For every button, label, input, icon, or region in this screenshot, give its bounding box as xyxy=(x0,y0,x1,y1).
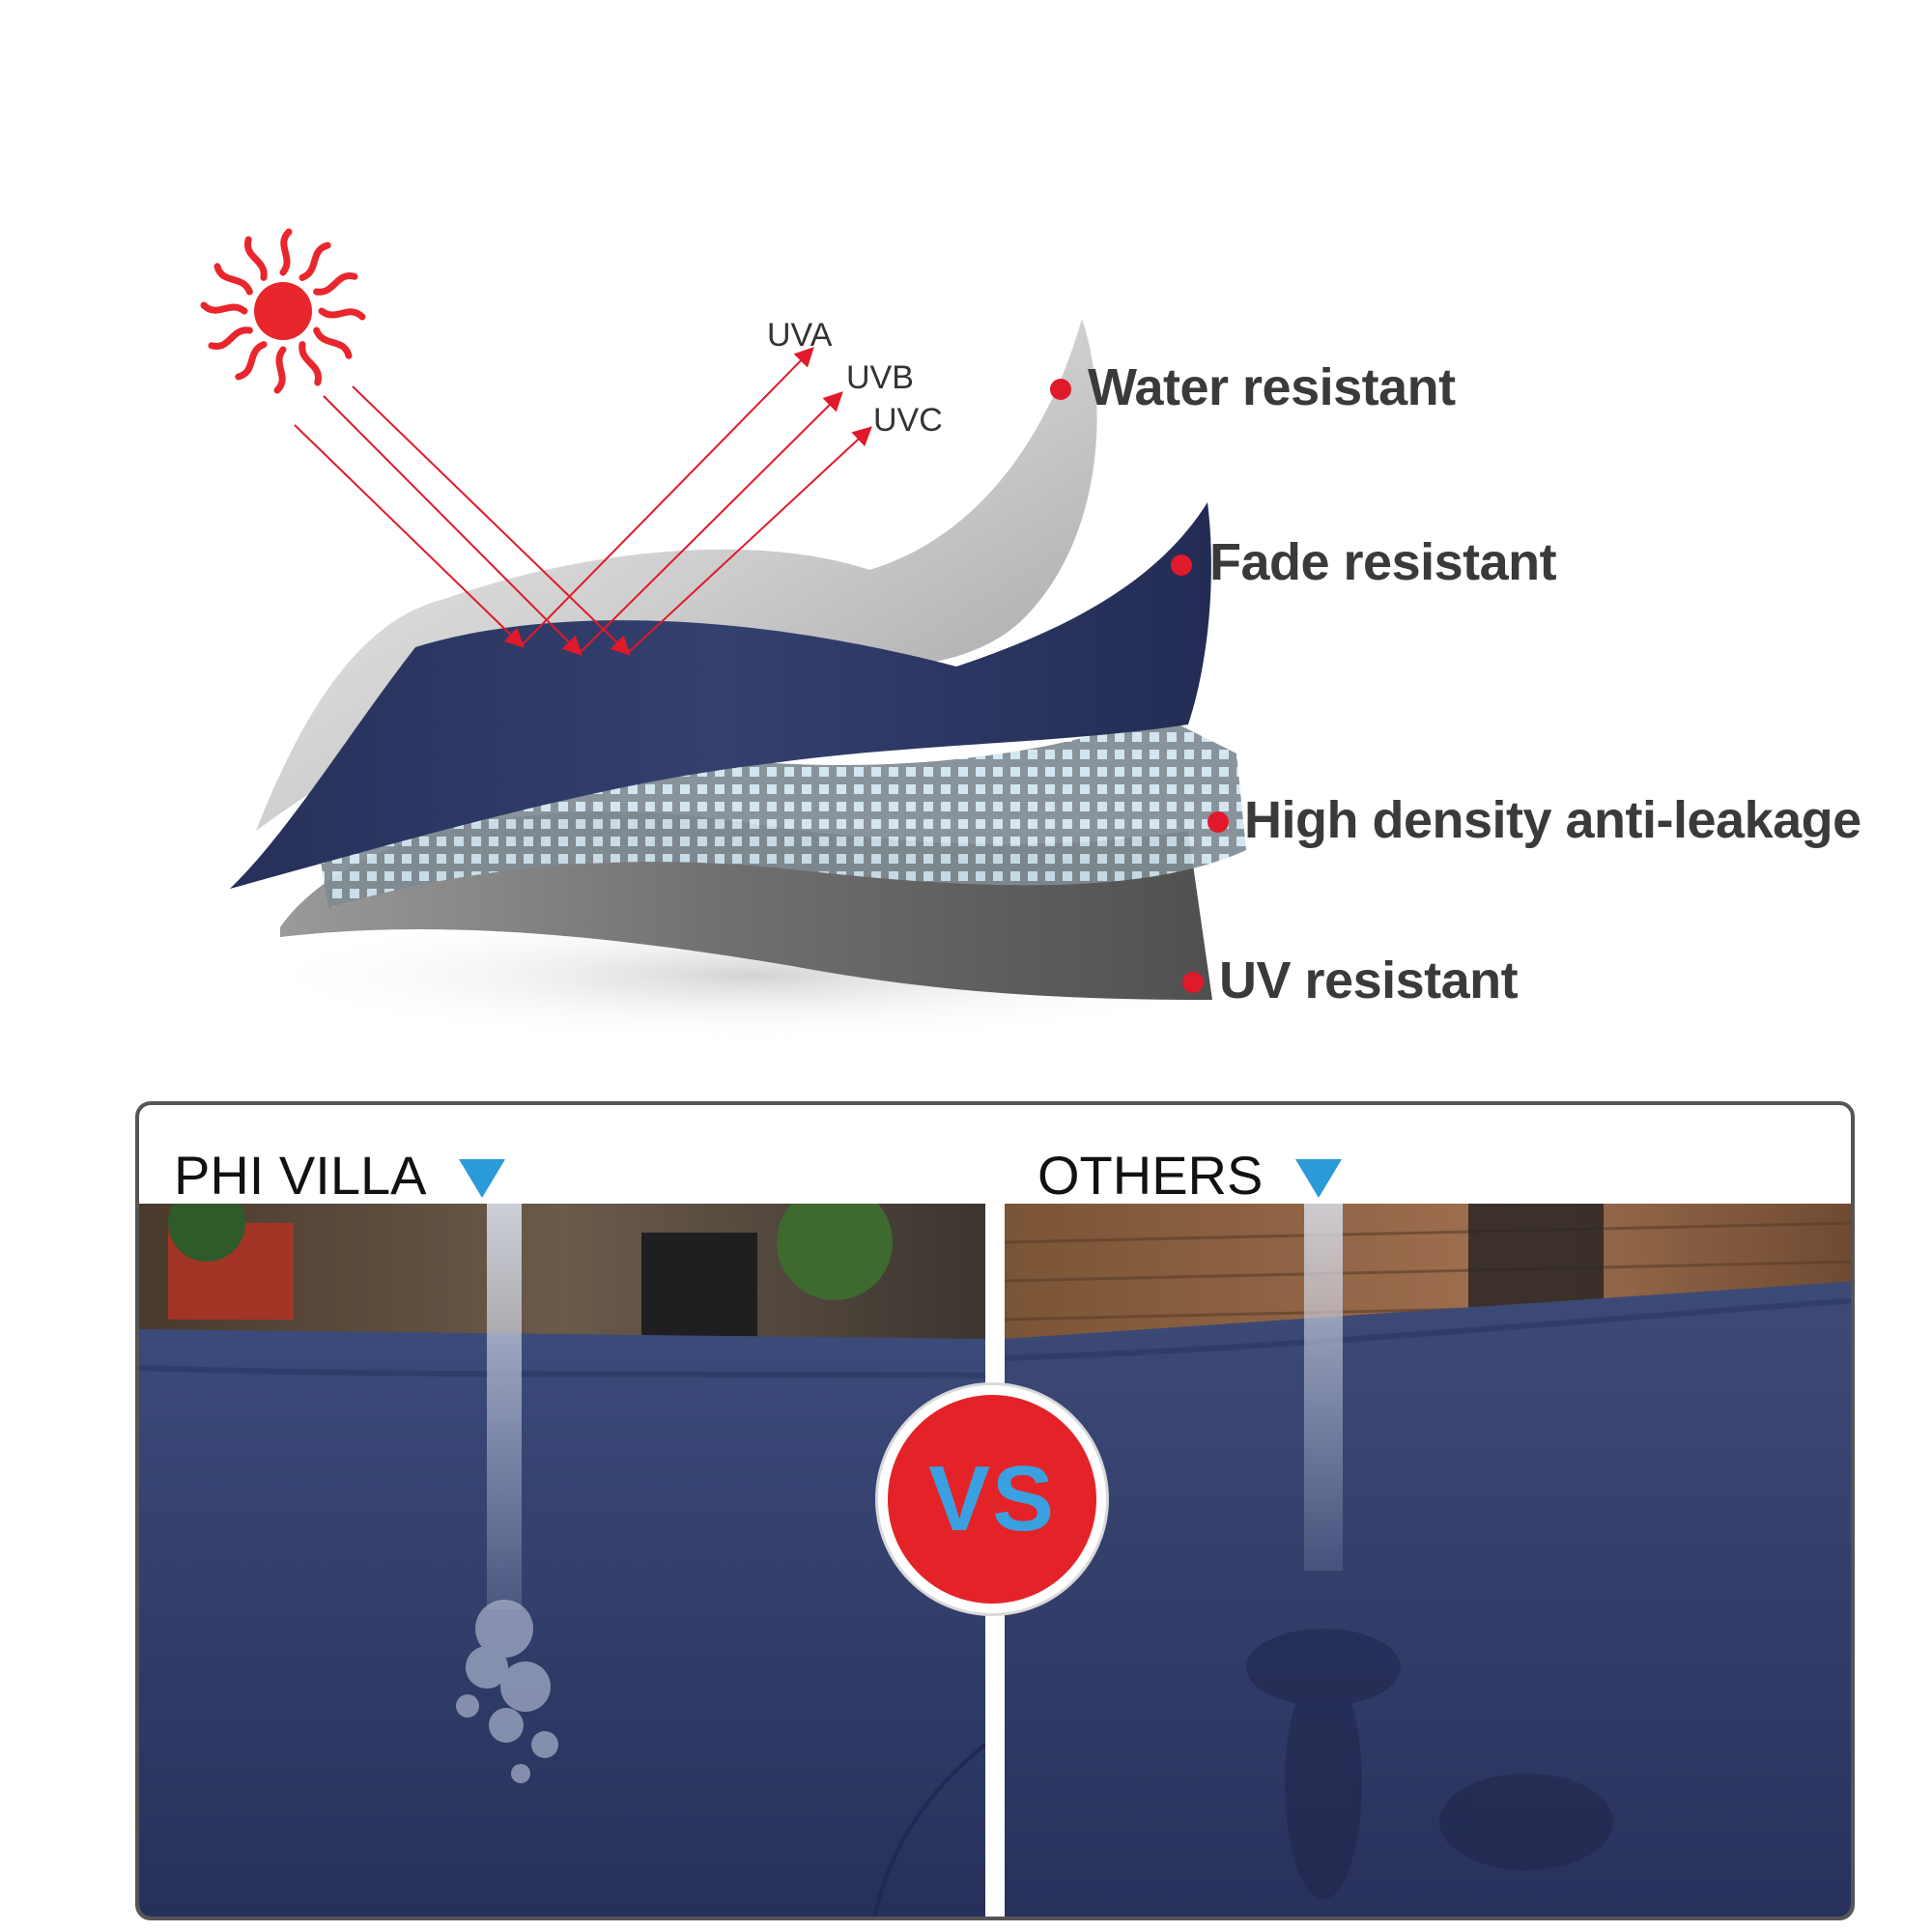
feature-dot-uv xyxy=(1182,972,1204,993)
photo-others-water-test xyxy=(1005,1204,1851,1917)
fabric-layers-diagram xyxy=(200,228,1256,1043)
feature-dot-water xyxy=(1050,379,1071,400)
feature-dot-anti-leakage xyxy=(1208,811,1229,833)
triangle-down-icon xyxy=(1295,1158,1343,1198)
feature-anti-leakage: High density anti-leakage xyxy=(1244,791,1861,849)
vs-badge: VS xyxy=(878,1385,1106,1613)
incoming-uv-rays xyxy=(294,385,631,656)
comparison-panel: PHI VILLA OTHERS xyxy=(135,1101,1855,1920)
feature-uv-resistant: UV resistant xyxy=(1219,952,1519,1009)
vs-text: VS xyxy=(927,1447,1057,1550)
uvc-label: UVC xyxy=(873,402,943,439)
heading-phi-villa-text: PHI VILLA xyxy=(174,1145,427,1206)
sun-icon xyxy=(200,228,366,394)
fade-resistant-layer xyxy=(230,502,1211,889)
heading-others-text: OTHERS xyxy=(1037,1145,1264,1206)
uvb-label: UVB xyxy=(846,359,914,396)
heading-others: OTHERS xyxy=(1037,1144,1343,1207)
triangle-down-icon xyxy=(459,1158,506,1198)
uva-label: UVA xyxy=(767,317,833,354)
feature-fade-resistant: Fade resistant xyxy=(1209,533,1557,591)
feature-water-resistant: Water resistant xyxy=(1088,358,1456,416)
heading-phi-villa: PHI VILLA xyxy=(174,1144,506,1207)
reflected-uv-rays xyxy=(521,347,872,654)
feature-dot-fade xyxy=(1171,554,1192,576)
anti-leakage-mesh-layer xyxy=(319,715,1246,908)
photo-phi-villa-water-test xyxy=(139,1204,985,1917)
